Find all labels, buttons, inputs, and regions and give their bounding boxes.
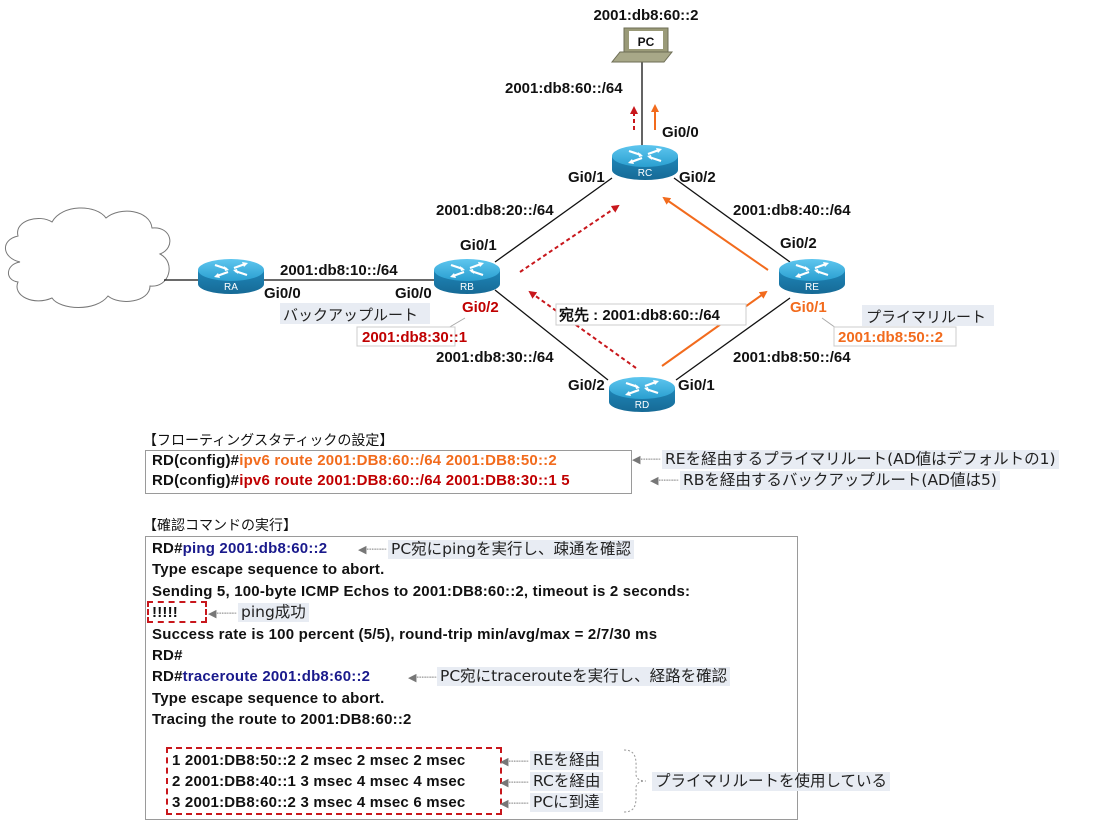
router-ra-icon: RA <box>196 257 266 296</box>
primary-route-arrows <box>651 104 769 367</box>
ping-command-line: RD#ping 2001:db8:60::2 <box>152 539 327 559</box>
output-line: Type escape sequence to abort. <box>152 690 385 707</box>
arrow-icon: ◀┈┈┈ <box>358 543 387 556</box>
router-rc-icon: RC <box>610 143 680 182</box>
arrow-icon: ◀┈┈┈ <box>408 671 437 684</box>
router-rb-icon: RB <box>432 257 502 296</box>
re-gi0-2: Gi0/2 <box>780 235 817 252</box>
router-re-icon: RE <box>777 257 847 296</box>
traceroute-command-line: RD#traceroute 2001:db8:60::2 <box>152 667 370 687</box>
verify-section-title: 【確認コマンドの実行】 <box>143 518 297 534</box>
cloud-icon <box>5 207 171 308</box>
router-ra-label: RA <box>224 282 238 293</box>
output-line: Type escape sequence to abort. <box>152 561 385 578</box>
config-cli-box: RD(config)#ipv6 route 2001:DB8:60::/64 2… <box>145 450 632 494</box>
arrow-icon: ◀┈┈┈ <box>500 776 529 789</box>
router-rd-label: RD <box>635 400 649 411</box>
pc-label: PC <box>638 35 655 49</box>
note-primary-route: REを経由するプライマリルート(AD値はデフォルトの1) <box>662 450 1059 469</box>
backup-nexthop: 2001:db8:30::1 <box>362 329 467 346</box>
cli-command: ipv6 route 2001:DB8:60::/64 2001:DB8:50:… <box>239 452 557 469</box>
pc-icon: PC <box>610 27 674 63</box>
router-rb-label: RB <box>460 282 474 293</box>
network-ra-rb: 2001:db8:10::/64 <box>280 262 398 279</box>
hops-highlight <box>166 747 502 815</box>
backup-route-arrows <box>519 106 638 369</box>
cli-prompt: RD# <box>152 540 183 557</box>
re-gi0-1: Gi0/1 <box>790 299 827 316</box>
output-line: Sending 5, 100-byte ICMP Echos to 2001:D… <box>152 583 691 600</box>
hop-line: 3 2001:DB8:60::2 3 msec 4 msec 6 msec <box>172 794 466 811</box>
network-rd-re: 2001:db8:50::/64 <box>733 349 851 366</box>
arrow-icon: ◀┈┈┈ <box>500 755 529 768</box>
rd-gi0-1: Gi0/1 <box>678 377 715 394</box>
rd-gi0-2: Gi0/2 <box>568 377 605 394</box>
cli-prompt: RD(config)# <box>152 452 240 469</box>
config-section-title: 【フローティングスタティックの設定】 <box>143 433 394 449</box>
arrow-icon: ◀┈┈┈ <box>208 607 237 620</box>
rb-gi0-1: Gi0/1 <box>460 237 497 254</box>
rb-gi0-0: Gi0/0 <box>395 285 432 302</box>
network-rb-rd: 2001:db8:30::/64 <box>436 349 554 366</box>
router-re-label: RE <box>805 282 819 293</box>
rb-gi0-2: Gi0/2 <box>462 299 499 316</box>
router-rc-label: RC <box>638 168 652 179</box>
network-rc-re: 2001:db8:40::/64 <box>733 202 851 219</box>
config-line-primary: RD(config)#ipv6 route 2001:DB8:60::/64 2… <box>152 451 557 471</box>
network-pc-rc: 2001:db8:60::/64 <box>505 80 623 97</box>
cli-prompt: RD(config)# <box>152 472 240 489</box>
cli-command: traceroute 2001:db8:60::2 <box>182 668 371 685</box>
backup-route-label: バックアップルート <box>283 306 418 324</box>
hop-line: 2 2001:DB8:40::1 3 msec 4 msec 4 msec <box>172 773 466 790</box>
cli-command: ipv6 route 2001:DB8:60::/64 2001:DB8:30:… <box>239 472 557 489</box>
output-line: Success rate is 100 percent (5/5), round… <box>152 626 658 643</box>
rc-gi0-2: Gi0/2 <box>679 169 716 186</box>
note-backup-route: RBを経由するバックアップルート(AD値は5) <box>680 471 1000 490</box>
ping-success-highlight <box>147 601 207 623</box>
pc-address: 2001:db8:60::2 <box>593 7 698 24</box>
note-traceroute: PC宛にtracerouteを実行し、経路を確認 <box>437 667 731 686</box>
destination-label: 宛先 : 2001:db8:60::/64 <box>558 306 721 324</box>
primary-route-label: プライマリルート <box>866 308 986 326</box>
cli-ad-value: 5 <box>556 472 570 489</box>
rc-gi0-1: Gi0/1 <box>568 169 605 186</box>
ping-result-line: !!!!! <box>152 604 178 621</box>
cli-prompt: RD# <box>152 668 183 685</box>
curly-brace-icon <box>623 749 647 813</box>
note-hop-3: PCに到達 <box>530 793 603 812</box>
config-line-backup: RD(config)#ipv6 route 2001:DB8:60::/64 2… <box>152 471 570 491</box>
network-rb-rc: 2001:db8:20::/64 <box>436 202 554 219</box>
router-rd-icon: RD <box>607 375 677 414</box>
note-hop-1: REを経由 <box>530 751 604 770</box>
hop-line: 1 2001:DB8:50::2 2 msec 2 msec 2 msec <box>172 752 466 769</box>
note-hop-2: RCを経由 <box>530 772 604 791</box>
arrow-icon: ◀┈┈┈ <box>500 797 529 810</box>
rc-gi0-0: Gi0/0 <box>662 124 699 141</box>
note-ping: PC宛にpingを実行し、疎通を確認 <box>388 540 634 559</box>
cli-command: ping 2001:db8:60::2 <box>182 540 328 557</box>
output-line: RD# <box>152 647 183 664</box>
arrow-icon: ◀┈┈┈ <box>650 474 679 487</box>
output-line: Tracing the route to 2001:DB8:60::2 <box>152 711 412 728</box>
note-ping-success: ping成功 <box>238 603 309 622</box>
note-primary-used: プライマリルートを使用している <box>652 772 891 791</box>
ra-gi0-0: Gi0/0 <box>264 285 301 302</box>
arrow-icon: ◀┈┈┈ <box>632 453 661 466</box>
primary-nexthop: 2001:db8:50::2 <box>838 329 943 346</box>
